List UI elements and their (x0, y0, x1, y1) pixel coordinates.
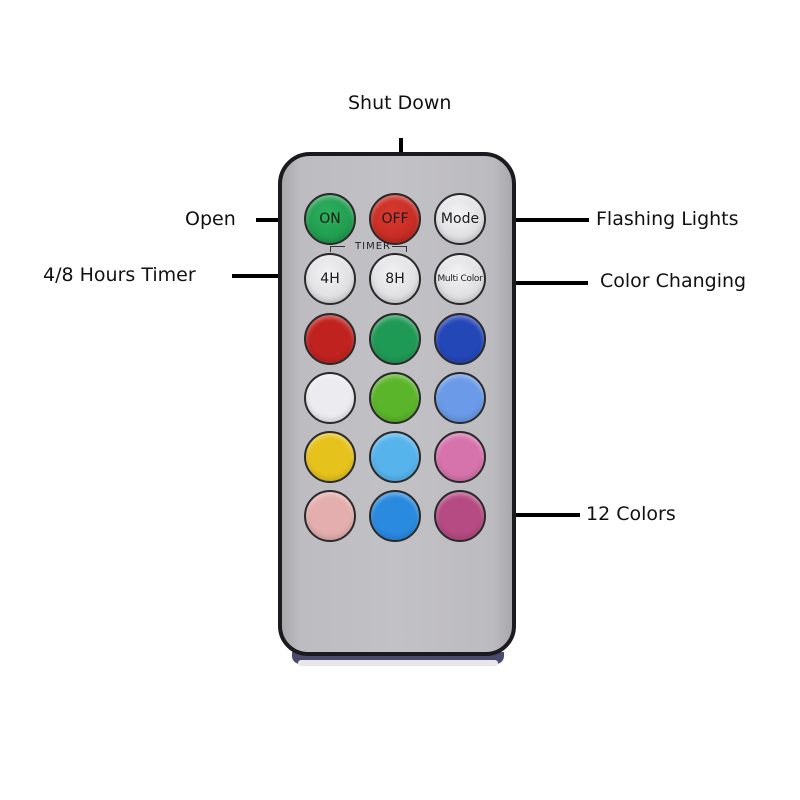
color-button-blue[interactable] (434, 313, 486, 365)
on-button[interactable]: ON (304, 193, 356, 245)
pointer-line-color-changing (496, 281, 588, 285)
on-button-label: ON (319, 211, 341, 227)
eight-hour-label: 8H (385, 271, 405, 287)
mode-button[interactable]: Mode (434, 193, 486, 245)
label-open: Open (185, 208, 236, 230)
label-color-changing: Color Changing (600, 270, 747, 292)
label-flashing-lights: Flashing Lights (596, 208, 739, 230)
color-button-lime-green[interactable] (369, 372, 421, 424)
color-button-white[interactable] (304, 372, 356, 424)
label-hours-timer: 4/8 Hours Timer (43, 264, 196, 286)
color-button-azure[interactable] (369, 490, 421, 542)
color-button-light-pink[interactable] (304, 490, 356, 542)
pointer-line-twelve-colors (497, 513, 580, 517)
color-button-light-blue[interactable] (434, 372, 486, 424)
color-button-red[interactable] (304, 313, 356, 365)
four-hour-label: 4H (320, 271, 340, 287)
label-twelve-colors: 12 Colors (586, 503, 676, 525)
label-shut-down: Shut Down (348, 92, 452, 114)
eight-hour-timer-button[interactable]: 8H (369, 253, 421, 305)
color-button-green[interactable] (369, 313, 421, 365)
remote-reflection (298, 660, 498, 666)
timer-label: TIMER (355, 241, 391, 252)
timer-bracket-right (392, 246, 407, 252)
four-hour-timer-button[interactable]: 4H (304, 253, 356, 305)
off-button[interactable]: OFF (369, 193, 421, 245)
multi-color-button[interactable]: Multi Color (434, 253, 486, 305)
timer-bracket-left (330, 246, 345, 252)
pointer-line-flashing-lights (494, 218, 589, 222)
color-button-sky-blue[interactable] (369, 431, 421, 483)
pointer-line-hours-timer (232, 274, 296, 278)
mode-button-label: Mode (440, 211, 480, 227)
color-button-yellow[interactable] (304, 431, 356, 483)
multi-color-label: Multi Color (437, 274, 483, 284)
off-button-label: OFF (381, 211, 409, 227)
color-button-pink[interactable] (434, 431, 486, 483)
color-button-magenta[interactable] (434, 490, 486, 542)
